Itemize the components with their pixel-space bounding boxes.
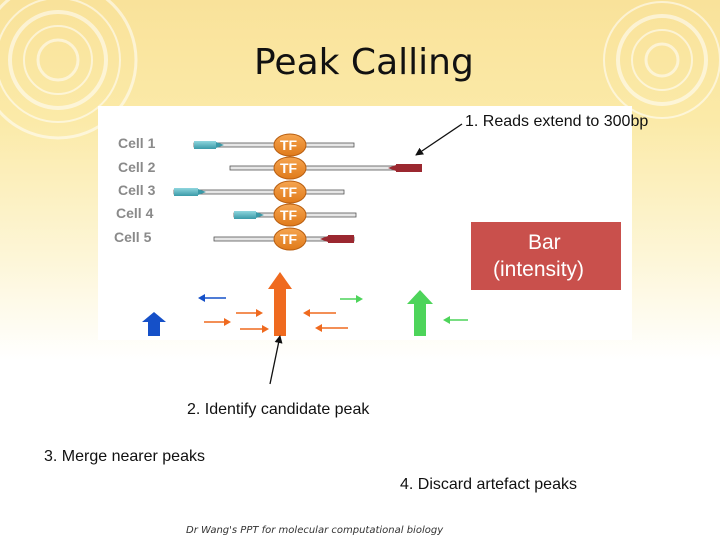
arrow-orange-left-2 <box>315 324 348 332</box>
peak-bar-orange <box>268 272 292 336</box>
tf-label-cell-4: TF <box>280 207 298 223</box>
arrow-orange-right-2 <box>236 309 263 317</box>
tf-oval-cell-4 <box>273 203 307 227</box>
read-cell-1-tip <box>216 142 224 148</box>
cell-1-label: Cell 1 <box>118 135 156 151</box>
peak-bars <box>142 272 433 336</box>
tf-oval-cell-2 <box>273 156 307 180</box>
slide-title: Peak Calling <box>254 42 474 83</box>
read-cell-4-tip <box>256 212 264 218</box>
read-cell-2 <box>396 164 422 172</box>
arrow-green-left <box>443 316 468 324</box>
tf-label-cell-1: TF <box>280 137 298 153</box>
cell-4-label: Cell 4 <box>116 205 154 221</box>
step-4-label: 4. Discard artefact peaks <box>400 476 577 493</box>
read-cell-2-tip <box>388 165 396 171</box>
tf-ovals: TF TF TF TF TF <box>273 133 307 251</box>
read-cell-5 <box>328 235 354 243</box>
read-cell-4 <box>234 211 256 219</box>
arrow-orange-left-1 <box>303 309 336 317</box>
peak-calling-figure: Cell 1 Cell 2 Cell 3 Cell 4 Cell 5 <box>98 106 632 340</box>
arrow-orange-right-3 <box>240 325 269 333</box>
step-1-label: 1. Reads extend to 300bp <box>465 113 649 130</box>
cell-2-label: Cell 2 <box>118 159 156 175</box>
direction-arrows <box>198 294 468 333</box>
peak-bar-blue <box>142 312 166 336</box>
tf-label-cell-5: TF <box>280 231 298 247</box>
arrow-green-right <box>340 295 363 303</box>
step-3-label: 3. Merge nearer peaks <box>44 448 205 465</box>
tf-oval-cell-1 <box>273 133 307 157</box>
bar-box-line-1: Bar <box>528 231 561 254</box>
dna-strand-cell-2 <box>229 165 407 171</box>
read-cell-3 <box>174 188 198 196</box>
bar-box-line-2: (intensity) <box>493 258 584 281</box>
bar-intensity-rect <box>471 222 621 290</box>
tf-label-cell-3: TF <box>280 184 298 200</box>
tf-oval-cell-5 <box>273 227 307 251</box>
tf-label-cell-2: TF <box>280 160 298 176</box>
sequence-reads <box>174 141 422 243</box>
arrow-orange-right-1 <box>204 318 231 326</box>
slide-footer: Dr Wang's PPT for molecular computationa… <box>186 525 444 536</box>
step-2-label: 2. Identify candidate peak <box>187 401 370 418</box>
bar-intensity-box: Bar (intensity) <box>471 222 621 290</box>
arrow-blue-left <box>198 294 226 302</box>
cell-3-label: Cell 3 <box>118 182 156 198</box>
read-cell-3-tip <box>198 189 206 195</box>
cell-5-label: Cell 5 <box>114 229 152 245</box>
peak-bar-green <box>407 290 433 336</box>
figure-canvas: Cell 1 Cell 2 Cell 3 Cell 4 Cell 5 <box>114 133 621 336</box>
read-cell-5-tip <box>320 236 328 242</box>
read-cell-1 <box>194 141 216 149</box>
tf-oval-cell-3 <box>273 180 307 204</box>
